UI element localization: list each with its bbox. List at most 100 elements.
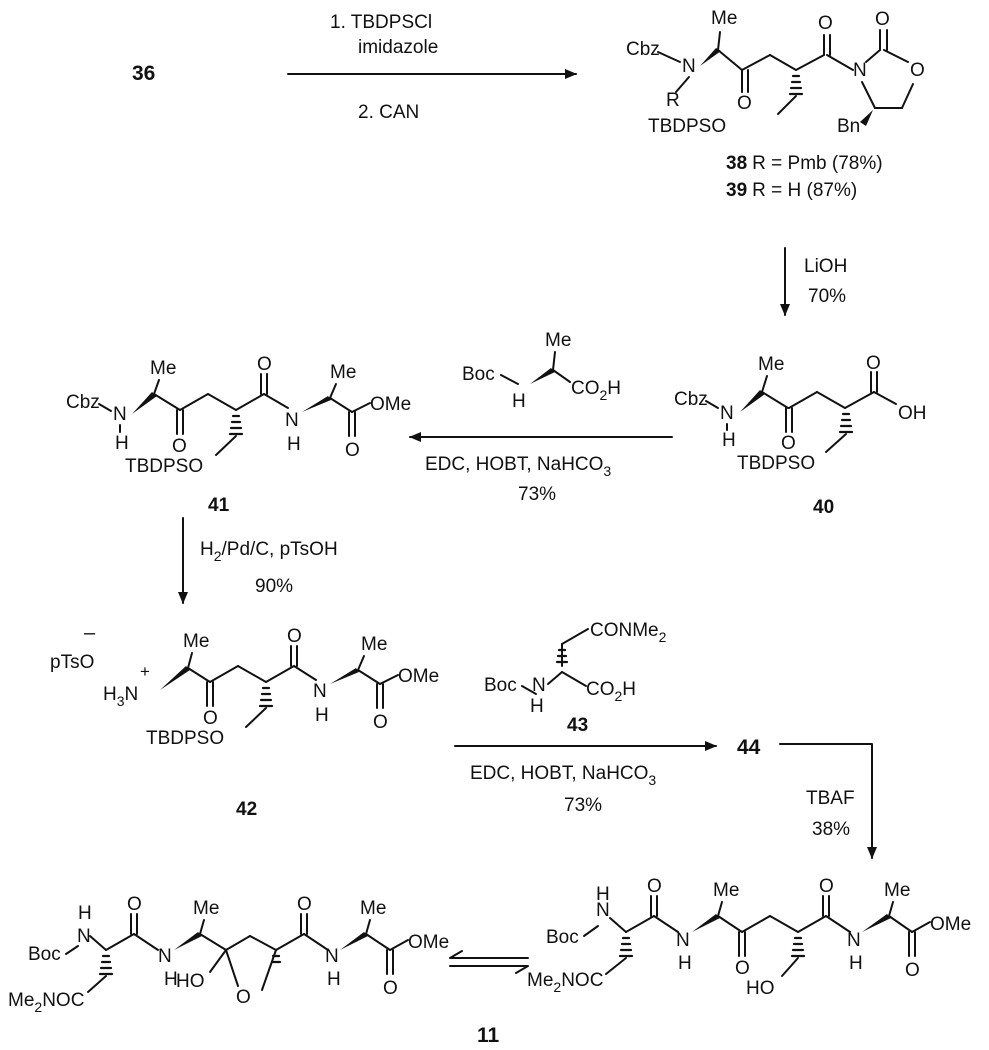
svg-text:Me2NOC: Me2NOC [527,970,603,995]
svg-text:Cbz: Cbz [626,39,660,60]
structure-40: Cbz N H Me O O OH TBDPSO [674,353,927,474]
svg-text:CO2H: CO2H [571,378,621,403]
svg-text:O: O [866,353,881,374]
svg-text:OMe: OMe [408,932,449,953]
svg-text:CO2H: CO2H [586,679,636,704]
svg-text:R: R [666,90,680,111]
step1-reagent-b: imidazole [358,37,438,58]
svg-text:Me: Me [711,8,737,29]
svg-text:TBDPSO: TBDPSO [146,728,224,749]
svg-text:Boc: Boc [28,944,61,965]
svg-text:O: O [819,876,834,897]
svg-text:O: O [818,13,833,34]
lioh-yield: 70% [808,286,846,307]
svg-text:OMe: OMe [398,666,439,687]
svg-text:O: O [383,978,398,999]
structure-42: – pTsO + H3N Me O O N H Me O OMe TBDPSO [50,622,439,749]
hydrogenolysis-reagents: H2/Pd/C, pTsOH [200,539,338,564]
svg-text:O: O [345,440,360,461]
svg-text:O: O [781,433,796,454]
coupling2-yield: 73% [564,795,602,816]
compound-40-label: 40 [813,497,834,518]
svg-text:O: O [875,9,890,30]
svg-text:Me: Me [183,631,209,652]
structure-41: Cbz N H Me O O N H Me O OMe TBDPSO [66,354,411,477]
svg-text:O: O [172,436,187,457]
svg-text:N: N [77,926,91,947]
svg-text:N: N [325,946,339,967]
svg-text:H: H [327,969,341,990]
svg-text:H: H [530,696,544,717]
coupling1-yield: 73% [518,484,556,505]
svg-text:Me: Me [713,880,739,901]
svg-text:Me: Me [150,358,176,379]
svg-text:N: N [847,930,861,951]
svg-text:H: H [287,434,301,455]
svg-text:Me: Me [193,898,219,919]
svg-text:N: N [285,410,299,431]
svg-text:Me2NOC: Me2NOC [8,990,84,1015]
svg-text:HO: HO [176,971,205,992]
svg-text:Boc: Boc [484,675,517,696]
svg-text:H: H [849,953,863,974]
svg-text:Cbz: Cbz [674,389,708,410]
svg-text:O: O [373,712,388,733]
compound-43-label: 43 [567,715,588,736]
svg-text:TBDPSO: TBDPSO [737,453,815,474]
svg-text:H: H [596,884,610,905]
svg-text:TBDPSO: TBDPSO [125,456,203,477]
svg-text:N: N [682,56,696,77]
compound-41-label: 41 [208,495,230,516]
svg-text:H: H [678,953,692,974]
svg-text:+: + [140,662,150,681]
compound-36-label: 36 [132,62,155,85]
svg-text:O: O [647,876,662,897]
svg-text:H3N: H3N [103,684,138,709]
svg-text:Me: Me [884,880,910,901]
svg-text:H: H [315,705,329,726]
arrow-44-to-deprotected [779,743,877,859]
svg-text:N: N [596,900,610,921]
svg-text:Me: Me [360,898,386,919]
tbaf-reagent: TBAF [806,788,855,809]
svg-text:Boc: Boc [462,364,495,385]
svg-text:N: N [720,403,734,424]
svg-text:O: O [735,958,750,979]
svg-text:O: O [737,93,752,114]
svg-text:TBDPSO: TBDPSO [648,116,726,137]
reagent-boc-ala: Me Boc H CO2H [462,330,621,412]
structure-deprotected: N H Boc O N H Me2NOC Me O O N H Me [527,876,971,999]
svg-text:N: N [313,681,327,702]
step1-reagent-c: 2. CAN [358,102,419,123]
reagent-43: CONMe2 Boc N H CO2H [484,620,667,717]
equilibrium-arrow-left [449,950,529,959]
svg-text:N: N [158,946,172,967]
step1-reagent-a: 1. TBDPSCl [330,12,432,33]
svg-text:N: N [113,404,127,425]
svg-text:Me: Me [545,330,571,351]
svg-text:HO: HO [746,978,775,999]
compound-11-label: 11 [477,1024,500,1047]
coupling2-reagents: EDC, HOBT, NaHCO3 [470,763,656,788]
compound-42-label: 42 [236,799,257,820]
svg-text:O: O [127,894,142,915]
svg-text:O: O [236,987,251,1008]
svg-text:Me: Me [758,354,784,375]
tbaf-yield: 38% [812,819,850,840]
svg-text:Boc: Boc [546,927,579,948]
svg-text:O: O [257,354,272,375]
svg-text:O: O [203,708,218,729]
svg-text:–: – [84,622,96,644]
svg-text:H: H [512,391,526,412]
svg-text:OMe: OMe [370,394,411,415]
svg-text:O: O [297,894,312,915]
svg-text:pTsO: pTsO [50,652,94,673]
svg-text:O: O [910,60,925,81]
svg-text:N: N [532,675,546,696]
svg-text:N: N [676,930,690,951]
svg-text:Me: Me [361,634,387,655]
svg-text:H: H [115,433,129,454]
